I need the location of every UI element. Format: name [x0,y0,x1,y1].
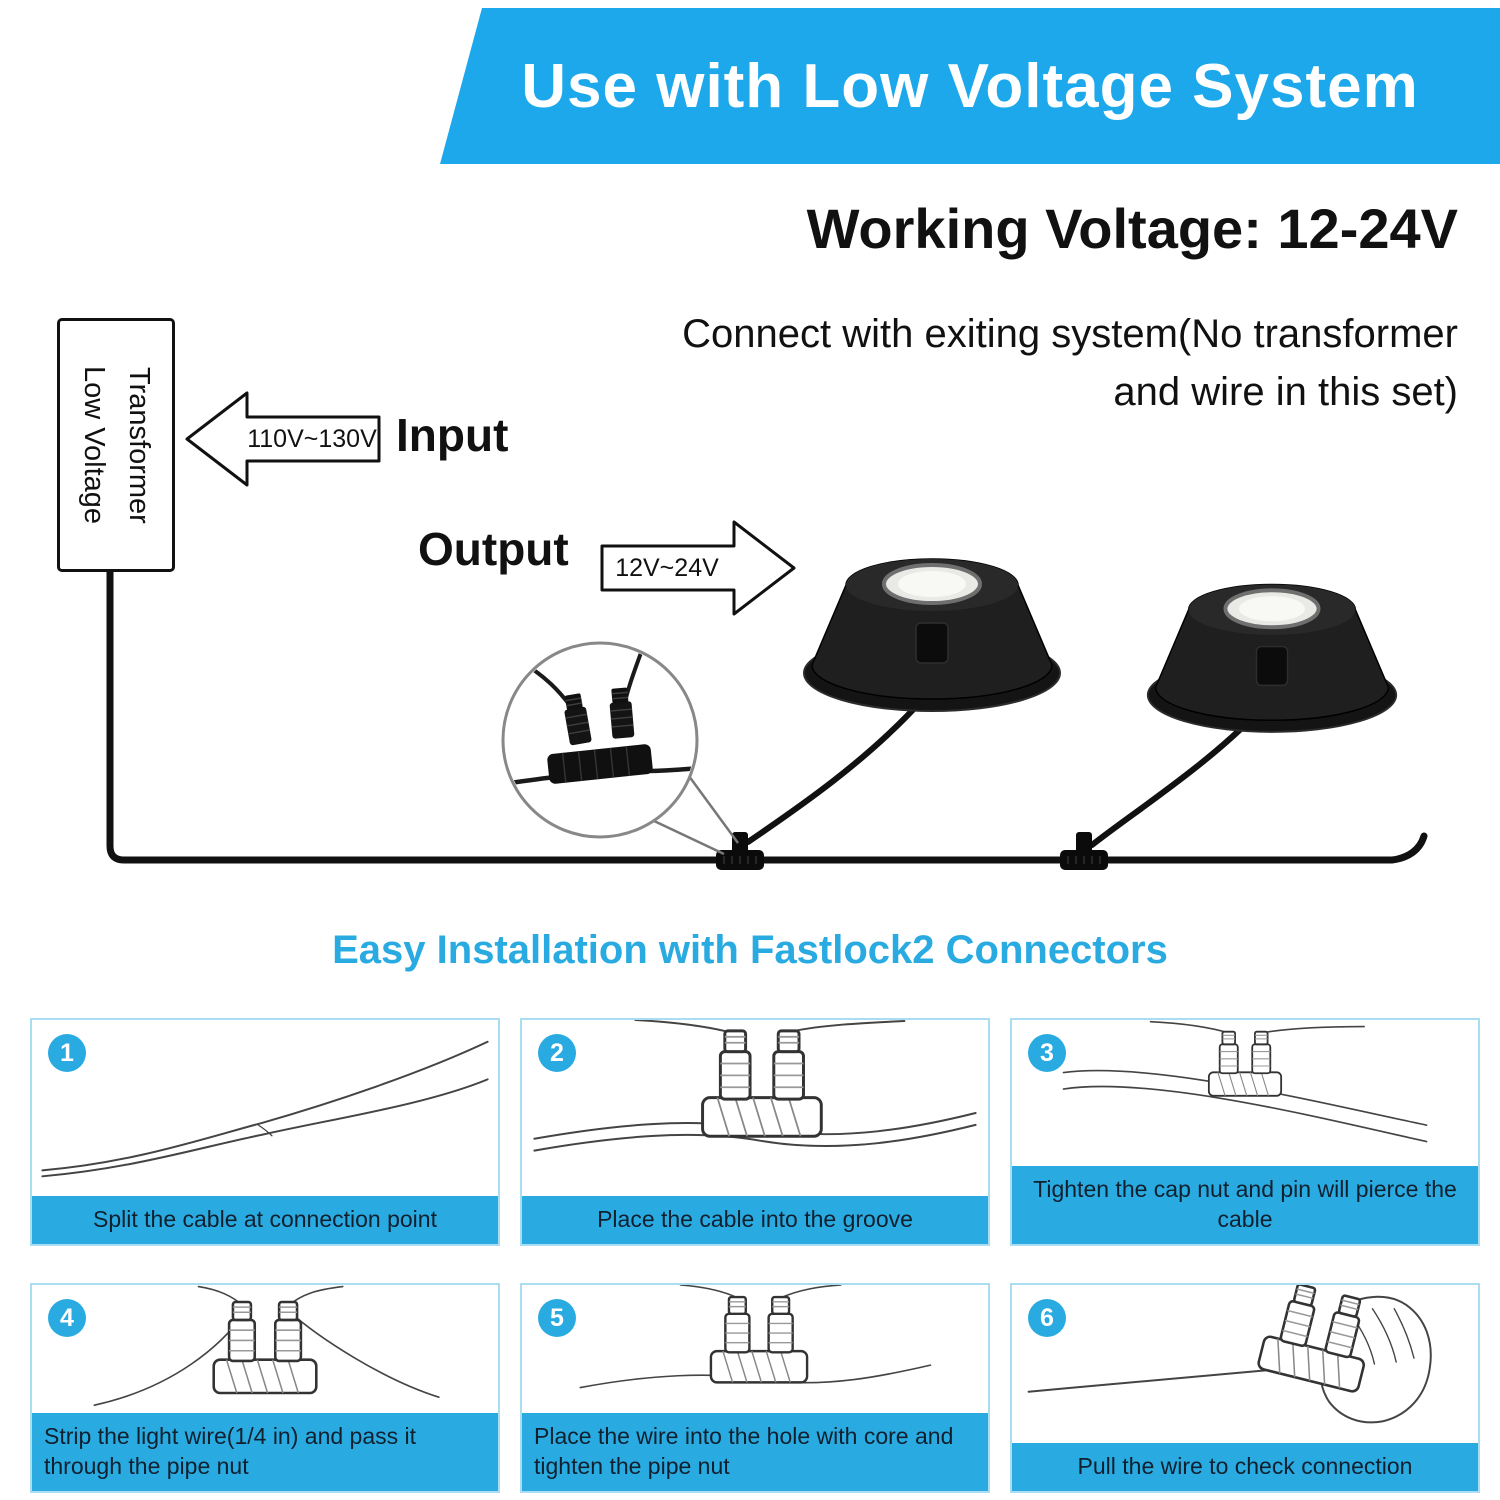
step-4-caption: Strip the light wire(1/4 in) and pass it… [32,1413,498,1491]
tighten-cap-icon [1062,1020,1428,1143]
step-panel-5: 5 Place the wire into the hole with core… [520,1283,990,1493]
step-2-number-badge: 2 [538,1034,576,1072]
t-connector-a [716,832,764,870]
t-connector-b [1060,832,1108,870]
insert-wire-icon [579,1285,932,1389]
step-1-number-badge: 1 [48,1034,86,1072]
output-arrow-value: 12V~24V [615,554,719,582]
transformer-box: Low Voltage Transformer [57,318,175,572]
light-b-wire [1089,709,1261,848]
step-6-caption: Pull the wire to check connection [1012,1443,1478,1491]
step-1-caption: Split the cable at connection point [32,1196,498,1244]
step-panel-6: 6 Pull the wire to check connection [1010,1283,1480,1493]
input-label: Input [396,409,509,461]
pull-wire-hand-icon [1027,1285,1432,1424]
step-5-number-badge: 5 [538,1299,576,1337]
step-3-caption: Tighten the cap nut and pin will pierce … [1012,1166,1478,1244]
step-4-illustration [32,1285,498,1413]
step-2-caption: Place the cable into the groove [522,1196,988,1244]
deck-light-a [803,558,1061,712]
step-3-number-badge: 3 [1028,1034,1066,1072]
input-arrow-value: 110V~130V [247,425,377,453]
step-6-number-badge: 6 [1028,1299,1066,1337]
transformer-label-line2: Transformer [122,366,155,524]
deck-light-b [1146,583,1398,733]
step-2-illustration [522,1020,988,1196]
main-cable [106,562,1428,864]
step-1-illustration [32,1020,498,1196]
step-panel-3: 3 Tighten the cap nut and pin will pierc… [1010,1018,1480,1246]
step-5-illustration [522,1285,988,1413]
step-6-illustration [1012,1285,1478,1443]
connect-note: Connect with exiting system(No transform… [682,305,1458,421]
step-4-number-badge: 4 [48,1299,86,1337]
connect-note-line2: and wire in this set) [1113,370,1458,414]
magnifier-detail [501,641,740,856]
output-arrow: 12V~24V [600,520,796,616]
installation-section-title: Easy Installation with Fastlock2 Connect… [332,928,1168,972]
output-label: Output [418,523,569,575]
wiring-diagram [106,558,1428,870]
split-cable-icon [41,1040,489,1178]
cable-groove-icon [533,1020,977,1152]
working-voltage-heading: Working Voltage: 12-24V [806,197,1458,260]
step-3-illustration [1012,1020,1478,1166]
input-arrow: 110V~130V [185,391,381,487]
connect-note-line1: Connect with exiting system(No transform… [682,312,1458,356]
transformer-label-line1: Low Voltage [78,365,110,524]
strip-wire-icon [93,1285,440,1407]
transformer-label: Low Voltage Transformer [71,366,161,524]
step-panel-1: 1 Split the cable at connection point [30,1018,500,1246]
light-a-wire [745,697,925,845]
step-5-caption: Place the wire into the hole with core a… [522,1413,988,1491]
step-panel-4: 4 Strip the light wire(1/4 in) and pass … [30,1283,500,1493]
header-banner: Use with Low Voltage System [440,8,1500,164]
step-panel-2: 2 Place the cable into the groove [520,1018,990,1246]
page-title: Use with Low Voltage System [521,51,1419,121]
